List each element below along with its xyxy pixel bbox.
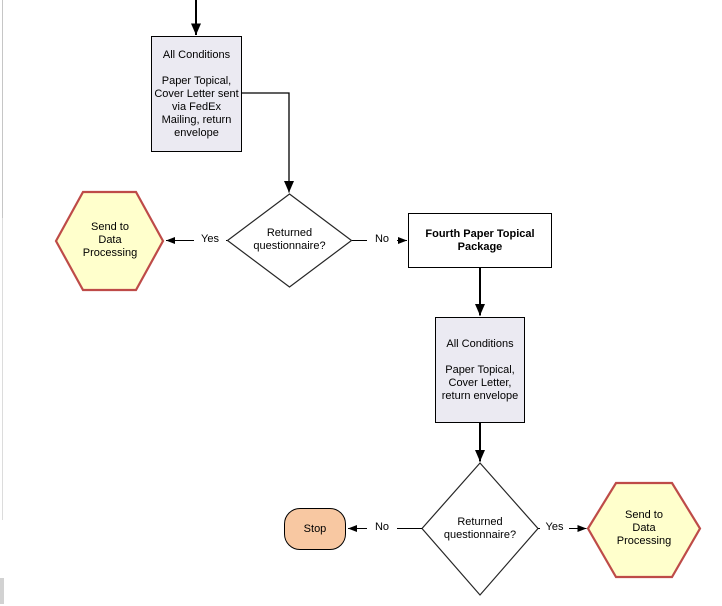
decision-1-diamond xyxy=(226,193,353,288)
process-box-all-conditions-paper: All Conditions Paper Topical, Cover Lett… xyxy=(435,317,525,423)
process-box-all-conditions-fedex-text: All Conditions Paper Topical, Cover Lett… xyxy=(154,48,239,139)
terminator-stop: Stop xyxy=(284,508,346,550)
connector-all-conditions-fedex-to-decision-1 xyxy=(242,92,294,193)
edge-label-no-1: No xyxy=(367,233,397,246)
edge-label-yes-1: Yes xyxy=(194,233,226,246)
edge-label-yes-2: Yes xyxy=(540,521,569,534)
decision-2-label: Returned questionnaire? xyxy=(443,516,517,541)
hexagon-2-label: Send to Data Processing xyxy=(616,509,672,547)
decision-1-label: Returned questionnaire? xyxy=(253,227,326,252)
terminator-stop-text: Stop xyxy=(303,522,327,535)
page-edge-line-top xyxy=(2,0,3,218)
hexagon-send-to-data-processing-2 xyxy=(586,481,702,579)
page-edge-line-bottom xyxy=(2,218,3,520)
decision-2-diamond xyxy=(421,462,539,596)
process-box-all-conditions-fedex: All Conditions Paper Topical, Cover Lett… xyxy=(151,36,242,152)
hexagon-send-to-data-processing-1 xyxy=(54,190,165,292)
edge-label-no-2: No xyxy=(367,521,397,534)
page-edge-mark xyxy=(0,578,4,604)
hexagon-1-label: Send to Data Processing xyxy=(82,221,138,259)
process-box-all-conditions-paper-text: All Conditions Paper Topical, Cover Lett… xyxy=(441,337,519,402)
step-box-fourth-paper-topical-package: Fourth Paper Topical Package xyxy=(408,213,552,268)
step-box-fourth-paper-topical-package-text: Fourth Paper Topical Package xyxy=(425,227,535,253)
